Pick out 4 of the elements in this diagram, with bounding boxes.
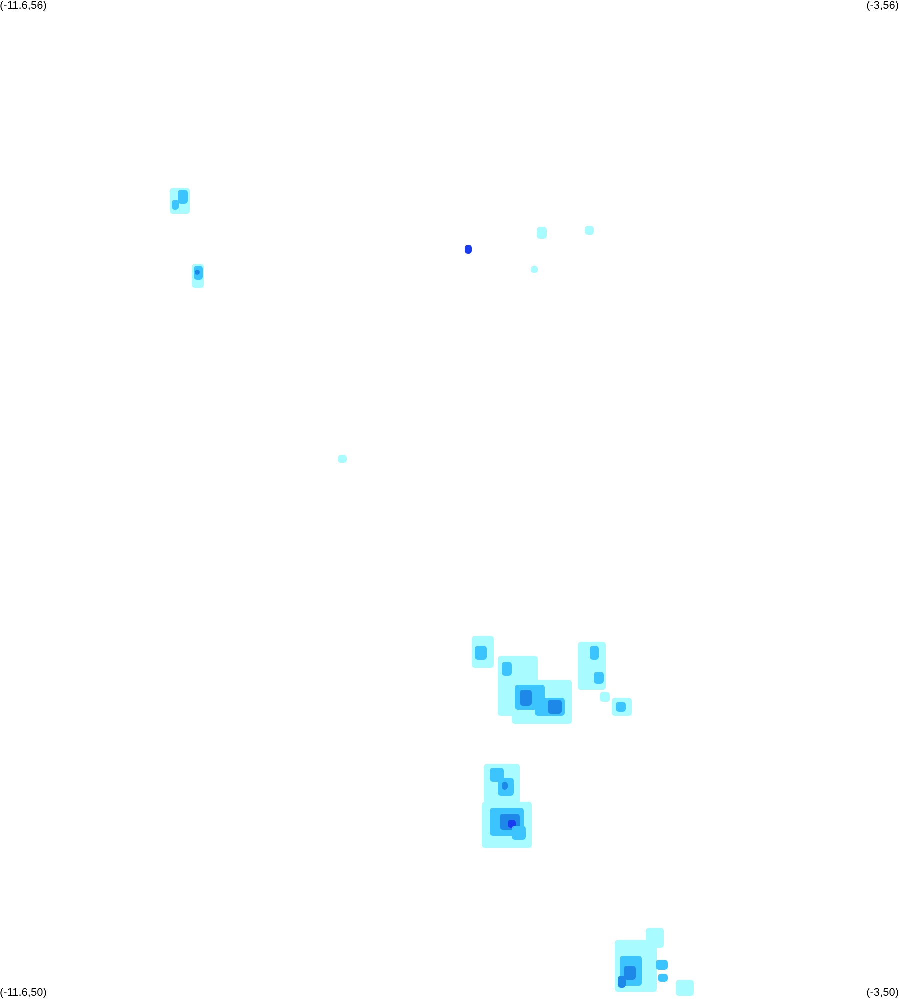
corner-coordinate: (-3,50) — [866, 987, 899, 999]
corner-coordinate: (-11.6,56) — [0, 0, 47, 12]
corner-coordinate: (-3,56) — [866, 0, 899, 12]
corner-coordinate: (-11.6,50) — [0, 987, 47, 999]
